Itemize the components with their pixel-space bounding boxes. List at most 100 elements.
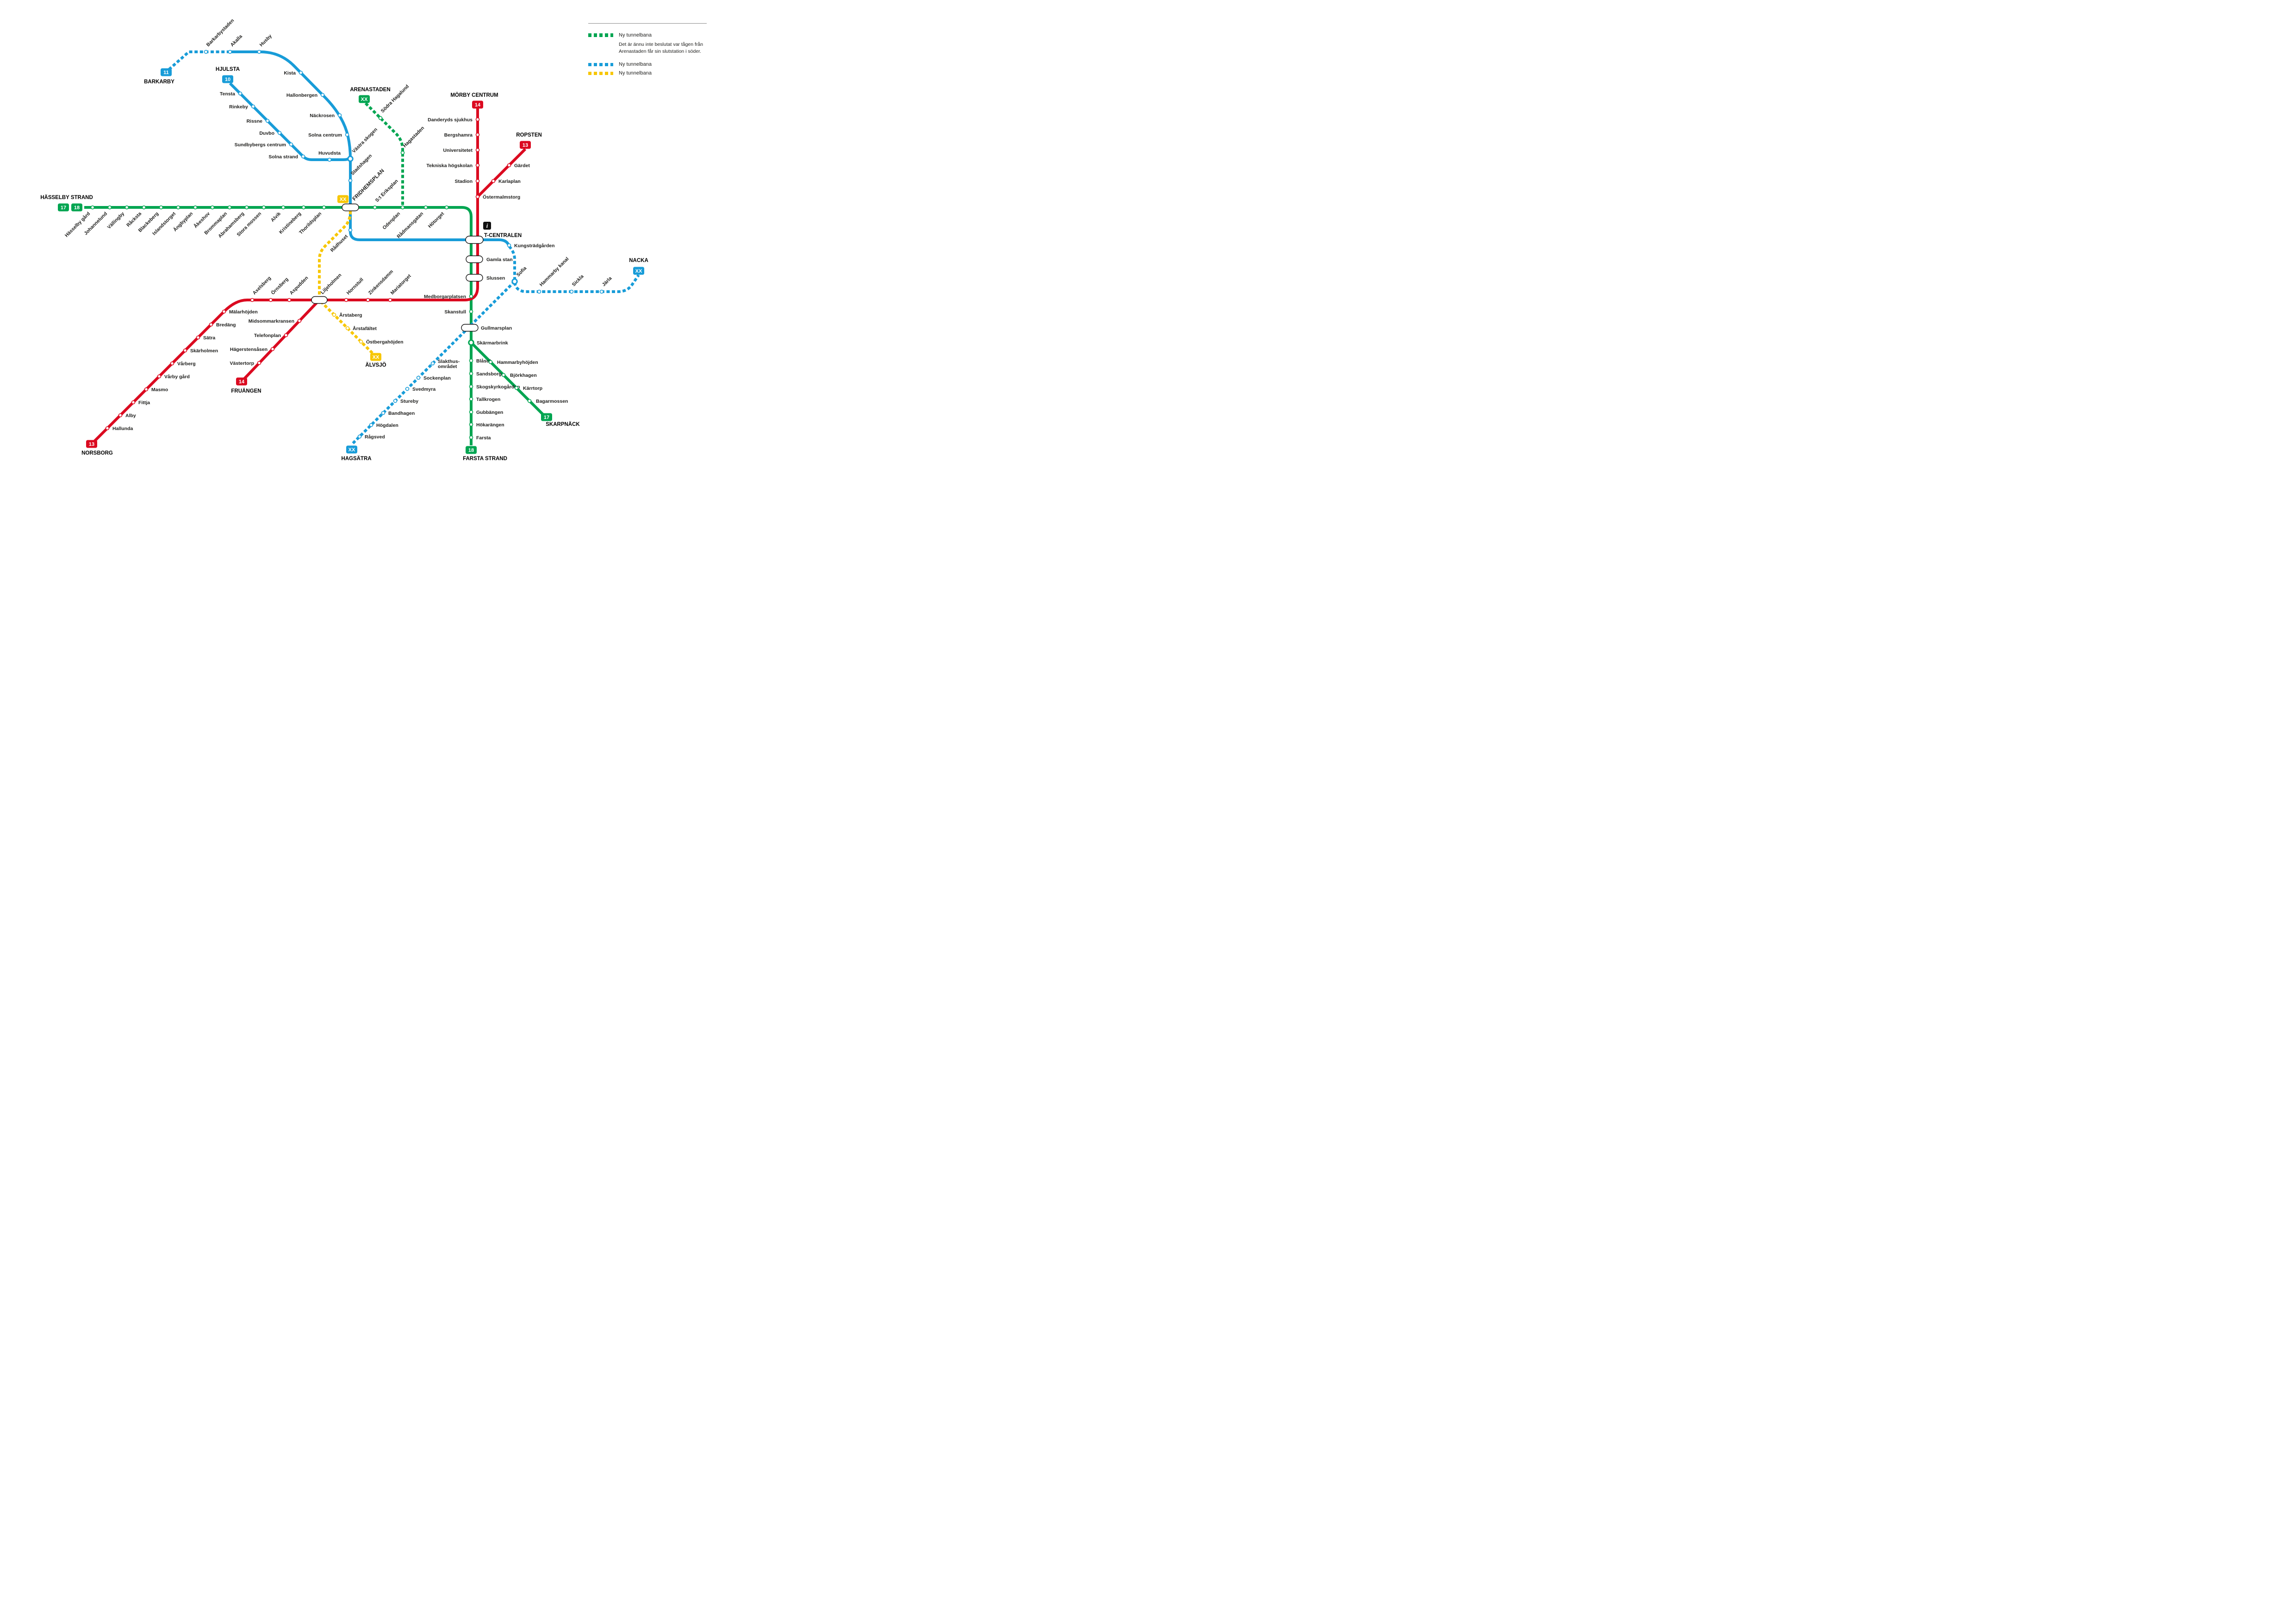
station-bagarmossen: Bagarmossen [527,399,568,404]
station-label-ornsberg: Örnsberg [270,276,290,296]
station-vastertorp: Västertorp [230,361,261,366]
station-radmansgatan: Rådmansgatan [396,205,428,239]
green-dashed-line-swatch [588,33,613,37]
station-ostermalmstorg: Östermalmstorg [475,194,520,200]
station-duvbo: Duvbo [259,131,282,136]
terminal-label-barkarby: BARKARBY [144,79,174,85]
svg-text:14: 14 [239,379,245,385]
station-skogskyrkogarden: Skogskyrkogården [469,384,520,390]
station-label-solna-strand: Solna strand [268,154,298,160]
svg-text:13: 13 [523,143,528,148]
station-label-hammarbyhojden: Hammarbyhöjden [497,360,538,365]
station-arstaberg: Årstaberg [332,312,362,318]
legend-label-blue: Ny tunnelbana [619,62,652,68]
svg-text:14: 14 [475,102,481,108]
terminal-badge-hagsatra: XX [346,445,357,454]
station-label-huvudsta: Huvudsta [318,150,341,156]
line-red-fruangen [242,299,321,381]
station-ornsberg: Örnsberg [268,276,290,302]
terminal-badge-barkarby: 11 [161,68,172,76]
station-hagastaden: Hagastaden [400,125,425,155]
station-hotorget: Hötorget [427,205,449,229]
station-label-farsta: Farsta [476,435,491,441]
blue-dashed-line-swatch [588,62,613,67]
station-label-sockenplan: Sockenplan [423,375,451,381]
station-hokarangen: Hökarängen [469,422,504,428]
station-label-ragsved: Rågsved [365,434,385,440]
station-marker-gamla-stan [466,255,483,263]
terminal-badge-ropsten: 13 [520,141,531,149]
station-rissne: Rissne [247,119,270,124]
svg-text:18: 18 [74,205,80,211]
terminal-label-hjulsta: HJULSTA [216,67,240,72]
station-odenplan: Odenplan [381,205,405,231]
station-kungstradgarden: Kungsträdgården [507,243,555,249]
station-bredang: Bredäng [209,322,236,328]
station-kista: Kista [284,70,303,76]
station-axelsberg: Axelsberg [250,275,272,302]
station-nackrosen: Näckrosen [310,113,342,119]
svg-text:i: i [486,222,488,229]
terminal-badge-nacka: XX [633,267,644,275]
station-label-tallkrogen: Tallkrogen [476,397,500,402]
line-blue-main [230,50,510,247]
station-sandsborg: Sandsborg [469,371,502,377]
legend-item-green: Ny tunnelbana [588,32,707,38]
station-svedmyra: Svedmyra [405,387,436,392]
station-universitetet: Universitetet [443,148,480,153]
station-slakthusomradet: Slakthus-området [430,359,460,369]
station-label-gullmarsplan: Gullmarsplan [481,325,512,331]
station-label-skogskyrkogarden: Skogskyrkogården [476,384,520,390]
station-label-blasut: Blåsut [476,358,492,364]
station-label-gubbangen: Gubbängen [476,410,503,415]
station-label-mariatorget: Mariatorget [390,273,412,296]
terminal-badge-skarpnack: 17 [541,413,552,421]
station-skarholmen: Skärholmen [183,348,218,354]
terminal-badge-alvsjo: XX [370,353,381,361]
station-zinkensdamm: Zinkensdamm [366,269,394,302]
station-label-sickla: Sickla [571,274,585,287]
station-label-alby: Alby [125,413,136,418]
line-red-ropsten [476,148,527,198]
legend-item-blue: Ny tunnelbana [588,62,707,67]
legend-note-line1: Det är ännu inte beslutat var tågen från [619,42,703,47]
line-green-main [84,206,473,343]
station-label-solna-centrum: Solna centrum [308,132,342,138]
legend-note-line2: Arenastaden får sin slutstation i söder. [619,49,702,55]
station-hammarbyhojden: Hammarbyhöjden [488,360,538,365]
station-label-stadion: Stadion [455,179,473,184]
station-s-t-eriksplan: S:t Eriksplan [373,178,399,210]
line-red-main [93,107,479,443]
station-label-vastra-skogen: Västra skogen [351,127,379,154]
station-malarhojden: Mälarhöjden [222,309,258,315]
station-marker-fridhemsplan [342,203,359,212]
station-gullmarsplan: Gullmarsplan [481,325,512,331]
station-label-akalla: Akalla [230,34,243,48]
station-label-karrtorp: Kärrtorp [523,386,542,391]
terminal-badge-fridhemsplan: XX [337,195,348,203]
station-mariatorget: Mariatorget [388,273,412,302]
station-label-jarla: Järla [601,275,613,287]
terminal-badge-farsta-strand: 18 [466,446,477,454]
station-label-hogdalen: Högdalen [376,423,398,428]
svg-text:13: 13 [89,442,94,447]
terminal-label-morby-centrum: MÖRBY CENTRUM [450,92,498,98]
terminal-label-hagsatra: HAGSÄTRA [341,456,371,462]
station-marker-t-centralen [465,236,484,244]
station-label-hagerstensasen: Hägerstensåsen [230,347,268,352]
station-aspudden: Aspudden [287,275,310,302]
legend-note: Det är ännu inte beslutat var tågen från… [619,41,707,55]
station-bandhagen: Bandhagen [381,411,415,416]
station-label-danderyds-sjukhus: Danderyds sjukhus [428,117,473,123]
terminal-badge-hasselby-strand-18: 18 [71,203,82,212]
station-label-skarholmen: Skärholmen [190,348,218,354]
station-label-aspudden: Aspudden [289,275,310,296]
station-label-racksta: Råcksta [125,211,143,228]
station-label-vallingby: Vällingby [106,211,126,231]
station-label-hallonbergen: Hallonbergen [286,93,317,98]
station-sockenplan: Sockenplan [416,375,451,381]
station-label-varby-gard: Vårby gård [164,374,190,380]
station-label-skarmarbrink: Skärmarbrink [477,340,508,346]
station-hammarby-kanal: Hammarby kanal [537,256,570,294]
